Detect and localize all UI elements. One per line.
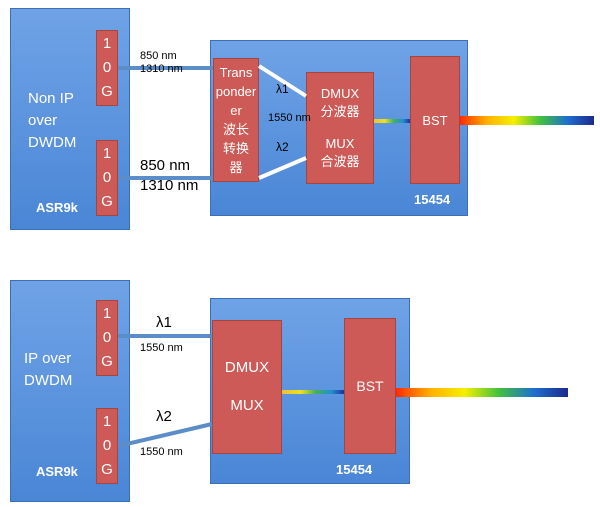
spectrum-out-top: [460, 116, 594, 125]
wavelength-top-2: 850 nm 1310 nm: [140, 157, 199, 194]
lambda-line-1: [257, 64, 308, 98]
router-name-bottom: ASR9k: [36, 464, 78, 479]
spectrum-mid-top: [374, 119, 410, 123]
router-label-bottom: IP over DWDM: [24, 350, 73, 389]
mid-wavelength-label: 1550 nm: [268, 112, 311, 124]
mux-label-bottom: MUX: [230, 397, 264, 414]
dmux-mux-module-bottom: DMUX MUX: [212, 320, 282, 454]
port-10g-bottom-1: 1 0 G: [96, 300, 118, 376]
dmux-cn-label: 分波器: [320, 104, 360, 119]
port-10g-top-1: 1 0 G: [96, 30, 118, 106]
router-label-top: Non IP over DWDM: [28, 90, 77, 151]
mux-label: MUX: [325, 136, 355, 151]
lambda-line-2: [258, 156, 307, 180]
router-name-top: ASR9k: [36, 200, 78, 215]
transponder-module: Trans ponder er 波长 转换 器: [213, 58, 259, 182]
chassis-name-bottom: 15454: [336, 462, 373, 477]
bst-module-top: BST: [410, 56, 460, 184]
lambda2-nm-bottom: 1550 nm: [140, 446, 183, 458]
lambda1-label-top: λ1: [276, 82, 289, 96]
spectrum-out-bottom: [396, 388, 568, 397]
chassis-name-top: 15454: [414, 192, 451, 207]
dmux-label: DMUX: [320, 86, 360, 101]
fiber-bottom-2: [117, 422, 213, 448]
port-10g-top-2: 1 0 G: [96, 140, 118, 216]
lambda1-nm-bottom: 1550 nm: [140, 342, 183, 354]
lambda1-label-bottom: λ1: [156, 314, 172, 331]
dmux-mux-module-top: DMUX 分波器 MUX 合波器: [306, 72, 374, 184]
spectrum-mid-bottom: [282, 390, 344, 394]
wavelength-top-1: 850 nm 1310 nm: [140, 50, 183, 75]
lambda2-label-top: λ2: [276, 140, 289, 154]
bst-module-bottom: BST: [344, 318, 396, 454]
port-10g-bottom-2: 1 0 G: [96, 408, 118, 484]
mux-cn-label: 合波器: [320, 154, 360, 169]
dmux-label-bottom: DMUX: [224, 359, 270, 376]
lambda2-label-bottom: λ2: [156, 408, 172, 425]
